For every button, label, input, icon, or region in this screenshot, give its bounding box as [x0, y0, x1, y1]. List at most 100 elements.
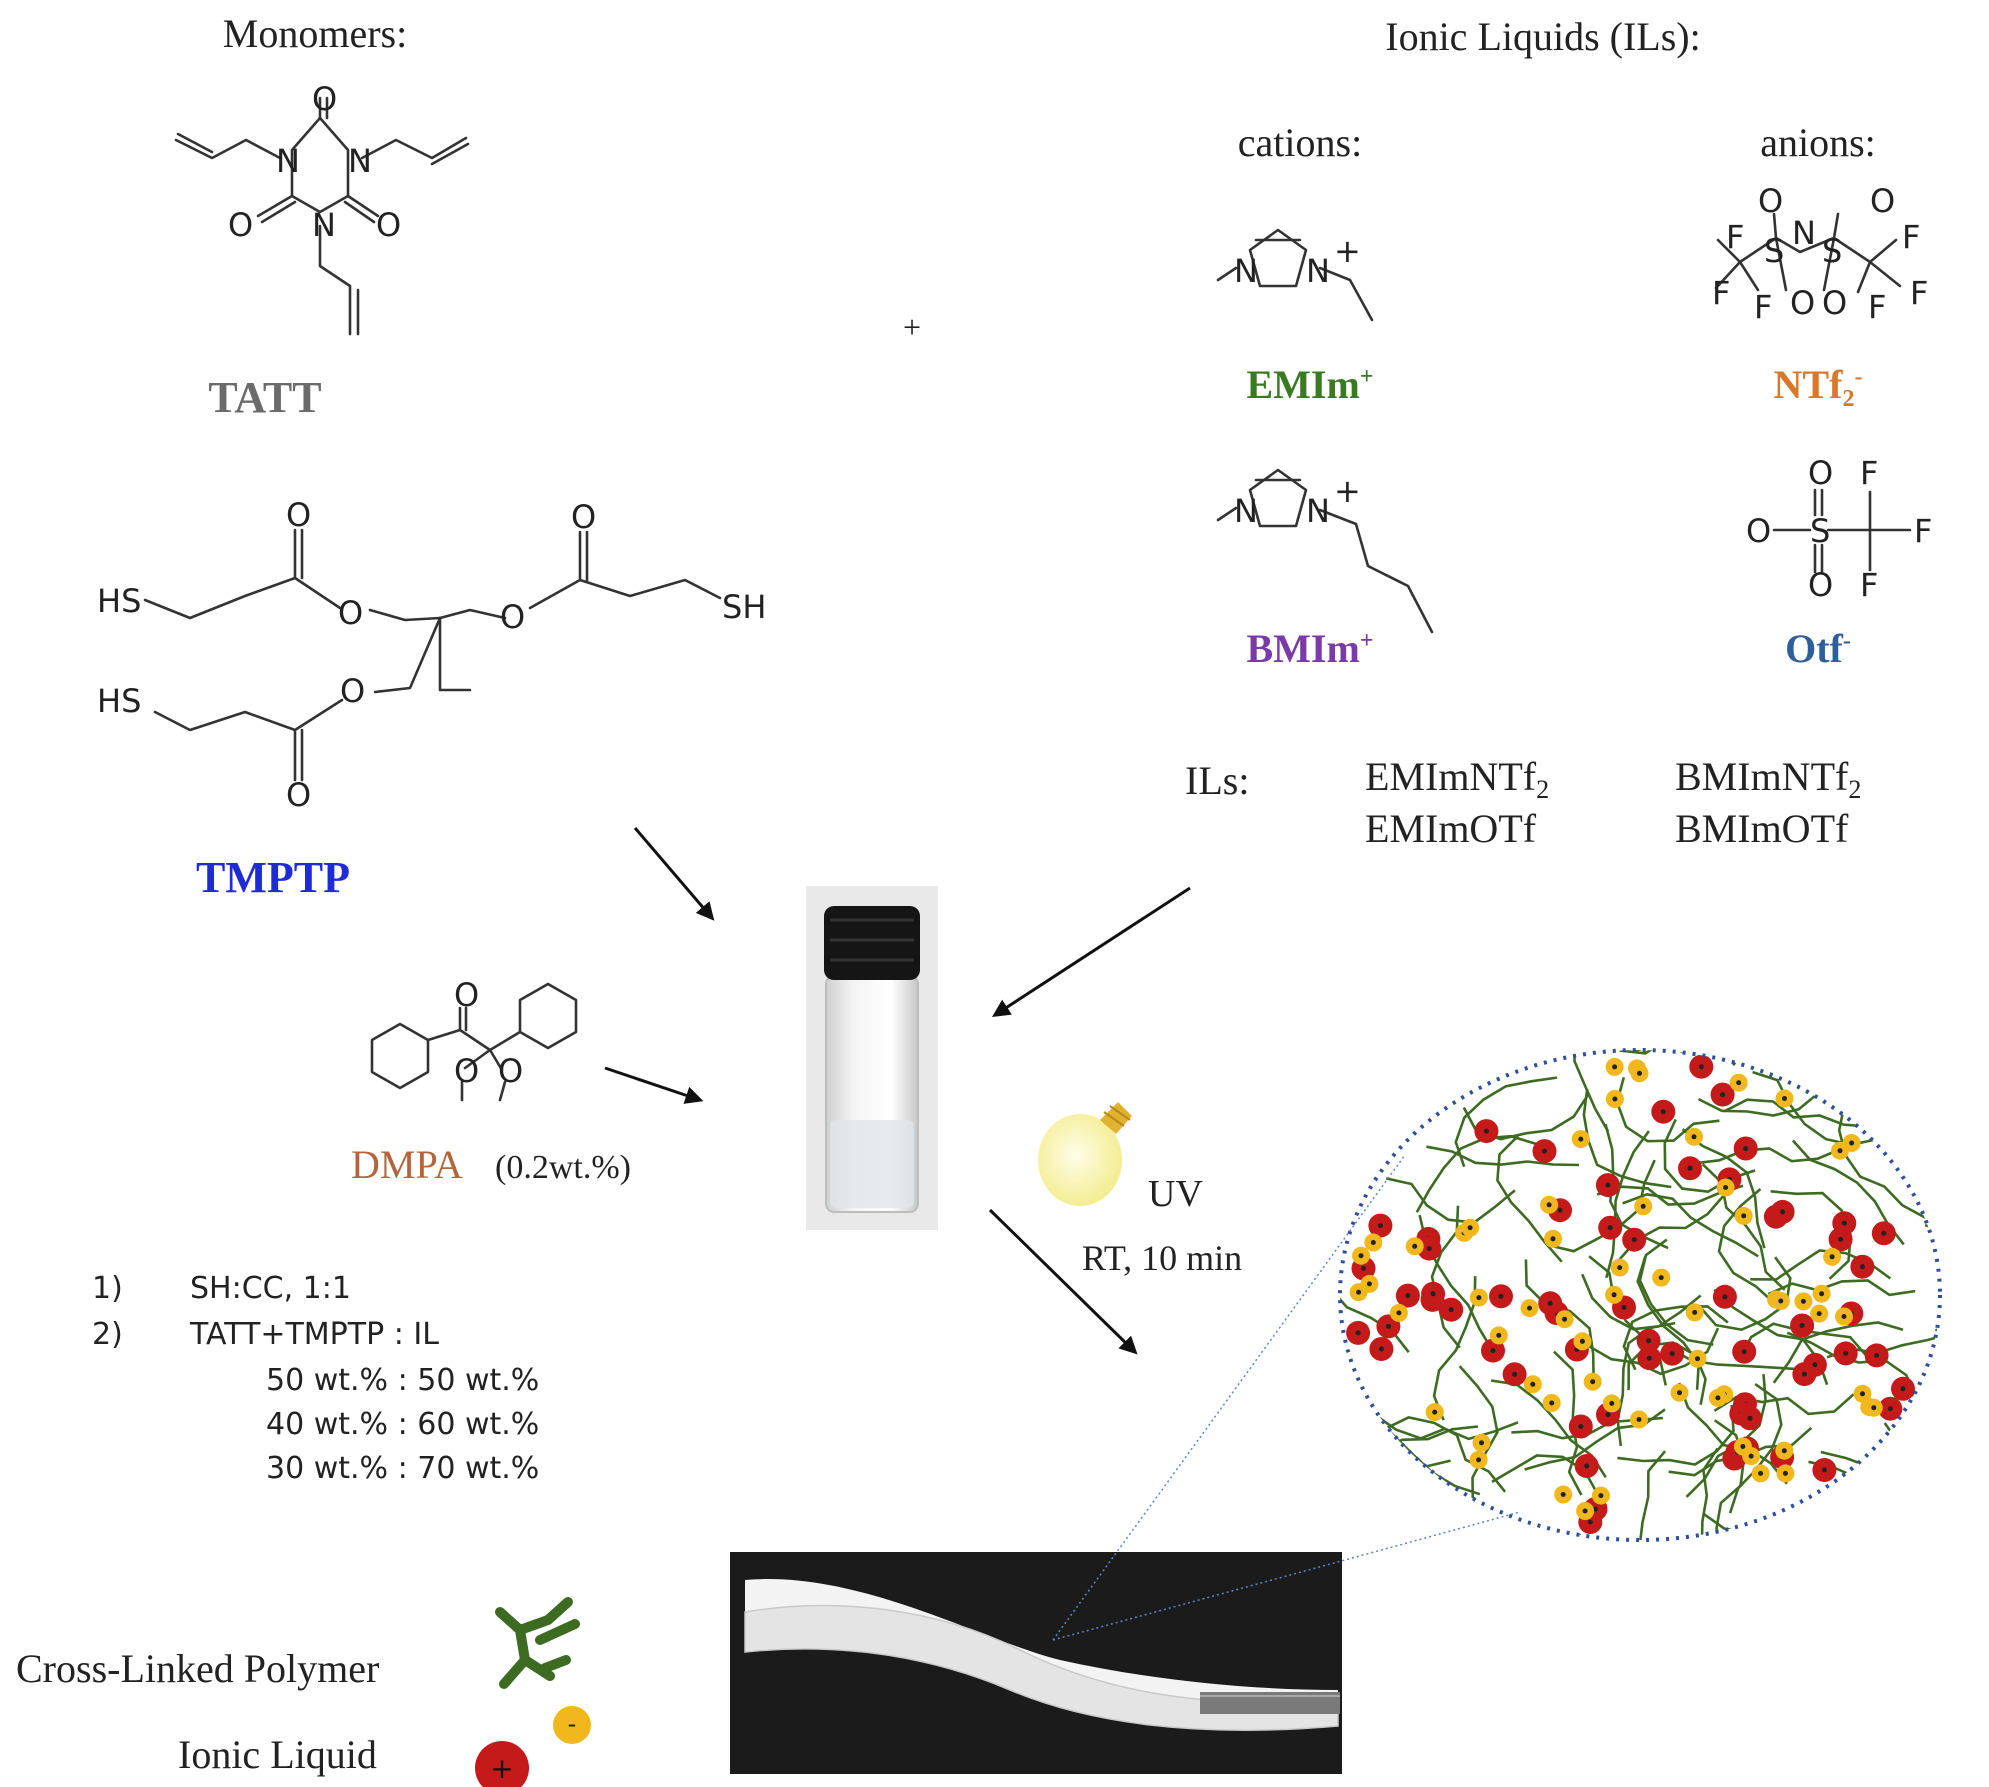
cation-dot-center	[1780, 1209, 1786, 1215]
anion-dot-center	[1758, 1470, 1764, 1476]
svg-text:O: O	[1758, 182, 1783, 220]
cation-dot-center	[1720, 1092, 1726, 1098]
polymer-chain	[1588, 1327, 1720, 1376]
cation-dot-center	[1621, 1305, 1627, 1310]
cation-dot-center	[1874, 1352, 1880, 1358]
polymer-chain	[1619, 1050, 1701, 1055]
tatt-label: TATT	[208, 373, 321, 422]
polymer-chain	[1891, 1050, 1940, 1099]
polymer-chain	[1922, 1389, 1940, 1475]
svg-text:O: O	[454, 1052, 479, 1090]
anion-dot-center	[1871, 1405, 1877, 1411]
anion-dot-center	[1748, 1453, 1754, 1459]
anion-dot-center	[1467, 1225, 1473, 1231]
cation-dot-center	[1631, 1237, 1637, 1243]
cation-dot-center	[1881, 1230, 1887, 1236]
svg-text:F: F	[1754, 288, 1772, 326]
legend-polymer-icon	[495, 1597, 580, 1689]
anion-dot-center	[1412, 1243, 1418, 1249]
cation-dot-center	[1841, 1220, 1847, 1226]
svg-text:O: O	[454, 976, 479, 1014]
anion-dot-center	[1496, 1332, 1502, 1338]
legend-polymer-label: Cross-Linked Polymer	[16, 1646, 379, 1691]
svg-text:O: O	[228, 206, 253, 244]
ionic-liquids-heading: Ionic Liquids (ILs):	[1385, 14, 1701, 59]
svg-text:-: -	[568, 1710, 577, 1738]
cation-dot-center	[1605, 1412, 1611, 1418]
ils-label: ILs:	[1185, 758, 1249, 803]
anion-dot-center	[1715, 1395, 1721, 1401]
cations-heading: cations:	[1238, 120, 1362, 165]
cation-dot-center	[1405, 1293, 1411, 1299]
dmpa-label: DMPA	[351, 1142, 463, 1187]
ratio-number: 2)	[92, 1317, 123, 1352]
anion-dot-center	[1530, 1381, 1536, 1387]
anion-dot-center	[1476, 1457, 1482, 1463]
cation-dot-center	[1660, 1109, 1666, 1115]
plus-sign: +	[903, 309, 921, 345]
anion-dot-center	[1578, 1136, 1584, 1142]
polymer-chain	[1638, 1238, 1714, 1346]
svg-text:N: N	[348, 142, 372, 180]
svg-text:O: O	[338, 594, 363, 632]
anion-dot-center	[1396, 1310, 1402, 1316]
svg-text:O: O	[1790, 284, 1815, 322]
anion-dot-center	[1617, 1265, 1623, 1271]
arrow-tmptp-to-vial	[633, 827, 715, 921]
svg-text:O: O	[1746, 512, 1771, 550]
cation-dot-center	[1355, 1330, 1361, 1336]
polymer-chain	[1907, 1391, 1940, 1466]
svg-text:N: N	[1234, 252, 1258, 290]
cation-dot-center	[1722, 1294, 1728, 1300]
svg-text:F: F	[1712, 274, 1730, 312]
film-photo	[730, 1552, 1342, 1774]
svg-text:N: N	[1792, 214, 1816, 252]
vial-photo	[806, 886, 938, 1230]
svg-text:SH: SH	[722, 588, 766, 626]
cation-dot-center	[1646, 1355, 1652, 1361]
polymer-chain	[1638, 1450, 1667, 1540]
polymer-chain	[1496, 1135, 1563, 1263]
polymer-chain	[1415, 1134, 1537, 1213]
anion-dot-center	[1691, 1134, 1697, 1140]
anion-dot-center	[1637, 1070, 1642, 1076]
svg-text:HS: HS	[97, 682, 141, 720]
svg-text:F: F	[1910, 274, 1928, 312]
polymer-chain	[1458, 1365, 1499, 1504]
cation-dot-center	[1593, 1506, 1598, 1512]
svg-text:S: S	[1810, 512, 1830, 550]
anion-dot-center	[1358, 1253, 1364, 1259]
anion-dot-center	[1829, 1254, 1835, 1260]
ntf2-label: NTf2-	[1774, 362, 1863, 412]
polymer-chain	[1567, 1050, 1610, 1133]
polymer-chain	[1385, 1177, 1516, 1224]
monomers-heading: Monomers:	[223, 11, 407, 56]
legend-ionic-liquid-label: Ionic Liquid	[178, 1732, 377, 1777]
polymer-chain	[1767, 1279, 1916, 1297]
polymer-chain	[1622, 1192, 1759, 1258]
anions-heading: anions:	[1760, 120, 1876, 165]
polymer-chain	[1454, 1076, 1558, 1168]
svg-text:O: O	[571, 498, 596, 536]
polymer-chain	[1723, 1098, 1870, 1128]
polymer-chain	[1524, 1259, 1595, 1381]
dmpa-structure: O O O	[370, 976, 578, 1102]
polymer-chain	[1605, 1130, 1650, 1279]
polymer-chain	[1772, 1321, 1904, 1384]
anion-dot-center	[1695, 1356, 1700, 1362]
cation-dot-center	[1385, 1323, 1391, 1329]
emim-structure: N N +	[1216, 228, 1374, 322]
bmim-label: BMIm+	[1246, 626, 1373, 671]
svg-text:F: F	[1726, 218, 1744, 256]
cation-dot-center	[1430, 1291, 1436, 1297]
svg-text:O: O	[1822, 284, 1847, 322]
polymer-chain	[1837, 1104, 1926, 1219]
uv-label: UV	[1148, 1173, 1203, 1215]
anion-dot-center	[1736, 1080, 1742, 1086]
cation-dot-center	[1542, 1148, 1547, 1154]
bmim-structure: N N +	[1216, 468, 1434, 634]
ntf2-structure: O O S S N F F F O O F F F	[1712, 182, 1928, 326]
otf-structure: O S O O F F F	[1746, 454, 1932, 604]
anion-dot-center	[1612, 1064, 1618, 1070]
